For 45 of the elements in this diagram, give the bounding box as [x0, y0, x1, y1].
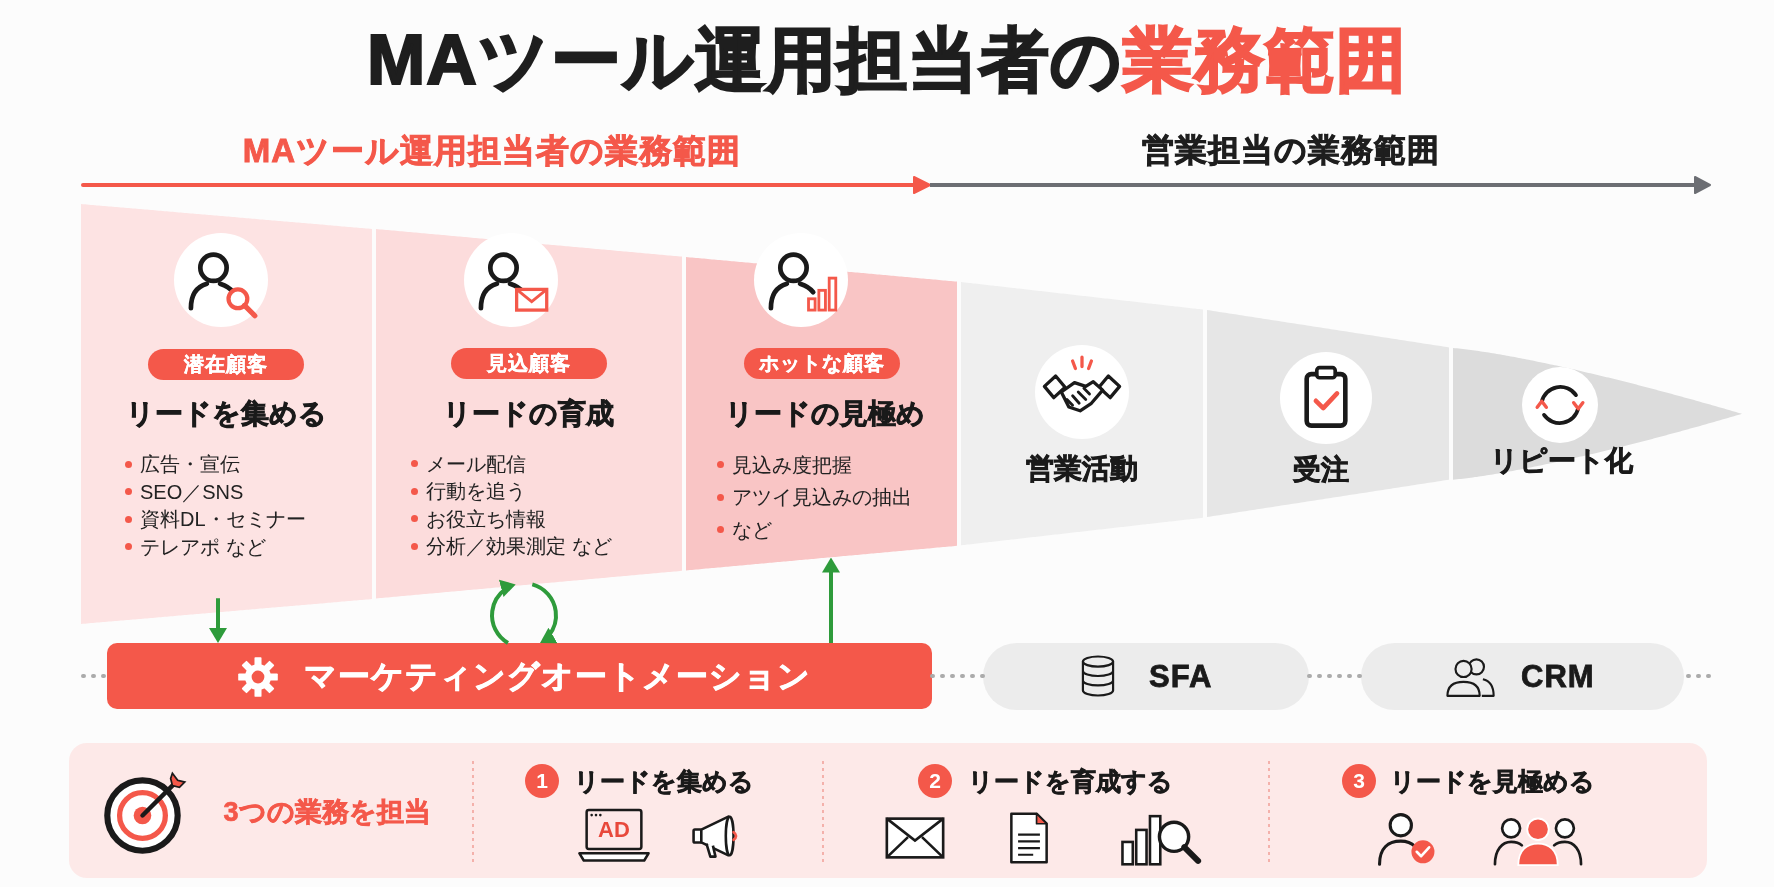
funnel-stage — [81, 204, 372, 624]
bar-label: CRM — [1521, 657, 1595, 696]
bullet-item: SEO／SNS — [124, 479, 244, 504]
curved-arrow — [490, 580, 517, 645]
curved-arrow — [531, 582, 558, 645]
tag-pill: ホットな顧客 — [744, 348, 900, 380]
section-heading: リードを見極める — [1390, 766, 1595, 796]
stage-heading: 受注 — [1293, 453, 1349, 487]
stage-heading: リードを集める — [125, 397, 327, 431]
bullet-item: 資料DL・セミナー — [124, 507, 306, 531]
tag-pill: 見込顧客 — [451, 348, 607, 380]
dotted-line — [1307, 674, 1363, 678]
tag-pill: 潜在顧客 — [148, 348, 304, 380]
stage-heading: リードの見極め — [725, 397, 925, 431]
number-badge: 1 — [525, 764, 559, 798]
bullet-item: など — [716, 518, 772, 542]
dotted-line — [930, 674, 985, 678]
bullet-item: 広告・宣伝 — [124, 452, 240, 476]
bullet-item: テレアポ など — [124, 534, 266, 559]
funnel-stage — [686, 257, 957, 571]
stage-heading: 営業活動 — [1026, 452, 1138, 486]
section-heading: リードを集める — [574, 766, 754, 796]
arrow — [822, 557, 840, 643]
panel-text: 3つの業務を担当 — [223, 795, 431, 829]
number-badge: 3 — [1342, 764, 1376, 798]
screen-text: AD — [598, 816, 630, 844]
funnel-stage — [376, 229, 682, 599]
summary-panel — [69, 743, 1707, 878]
bullet-item: 分析／効果測定 など — [410, 534, 612, 559]
bullet-item: メール配信 — [410, 452, 526, 476]
arrow — [209, 598, 227, 643]
bar-label: SFA — [1149, 657, 1213, 696]
scope-label: 営業担当の業務範囲 — [1142, 130, 1440, 170]
bullet-item: アツイ見込みの抽出 — [716, 485, 912, 510]
bullet-item: お役立ち情報 — [410, 507, 546, 531]
scope-label: MAツール運用担当者の業務範囲 — [242, 131, 742, 171]
stage-heading: リピート化 — [1489, 444, 1633, 478]
stage-heading: リードの育成 — [442, 397, 614, 431]
section-heading: リードを育成する — [968, 766, 1173, 796]
title: MAツール運用担当者の業務範囲 — [367, 20, 1407, 101]
bullet-item: 見込み度把握 — [716, 453, 852, 477]
bullet-item: 行動を追う — [410, 479, 526, 504]
automation-bar — [107, 643, 932, 709]
number-badge: 2 — [918, 764, 952, 798]
bar-label: マーケティングオートメーション — [304, 656, 811, 696]
